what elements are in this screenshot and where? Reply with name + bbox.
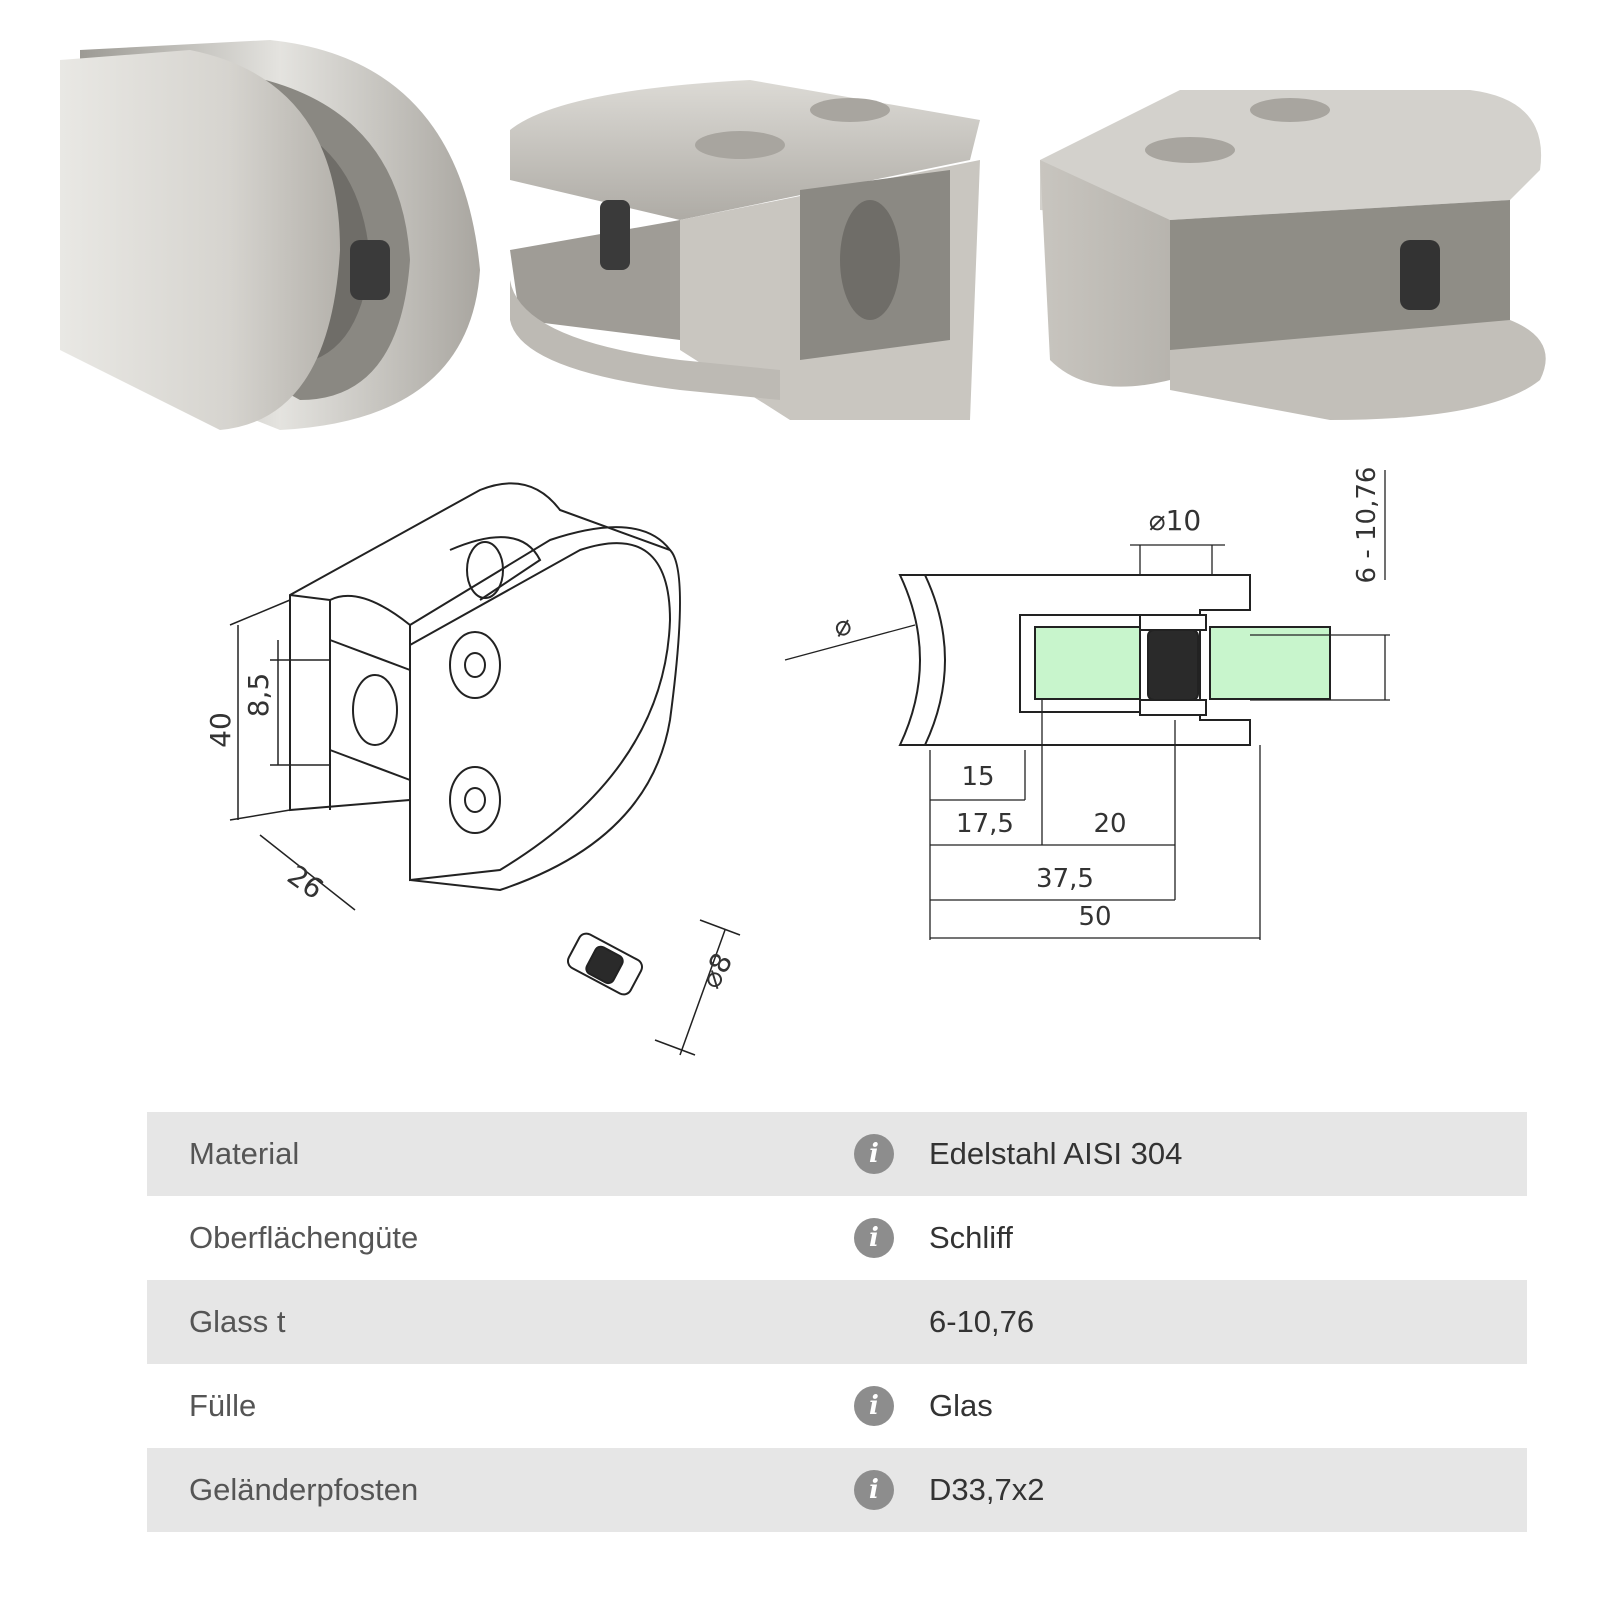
- spec-table: Material i Edelstahl AISI 304 Oberfläche…: [147, 1112, 1527, 1532]
- spec-value: Edelstahl AISI 304: [929, 1112, 1527, 1196]
- dim-50-label: 50: [1078, 902, 1111, 932]
- info-icon[interactable]: i: [854, 1470, 894, 1510]
- spec-label: Oberflächengüte: [189, 1220, 419, 1255]
- isometric-drawing: 40 8,5 26 ⌀8: [204, 482, 741, 1056]
- spec-value: Schliff: [929, 1220, 1013, 1255]
- dim-15-label: 15: [961, 762, 994, 792]
- iso-height-label: 40: [204, 712, 237, 748]
- product-photo-rear: [1040, 90, 1546, 420]
- product-photo-side: [510, 80, 980, 420]
- spec-row-glass: Glass t 6-10,76: [147, 1280, 1527, 1364]
- dim-20-label: 20: [1093, 809, 1126, 839]
- dim-37-5-label: 37,5: [1036, 864, 1094, 894]
- info-icon[interactable]: i: [854, 1134, 894, 1174]
- info-icon[interactable]: i: [854, 1218, 894, 1258]
- pin-diameter-label: ⌀8: [694, 947, 739, 993]
- iso-depth-label: 26: [281, 858, 329, 905]
- spec-value: Glas: [929, 1388, 993, 1423]
- spec-label: Glass t: [147, 1280, 819, 1364]
- spec-row-post: Geländerpfosten i D33,7x2: [147, 1448, 1527, 1532]
- iso-slot-label: 8,5: [242, 673, 275, 718]
- spec-row-infill: Fülle i Glas: [147, 1364, 1527, 1448]
- bore-diameter-label: ⌀10: [1149, 504, 1202, 537]
- spec-row-surface: Oberflächengüte i Schliff: [147, 1196, 1527, 1280]
- spec-value: 6-10,76: [929, 1280, 1527, 1364]
- cross-section-drawing: ⌀10 6 - 10,76 ⌀ 15 17,5 20 37,5 50: [784, 467, 1390, 940]
- product-photo-front: [60, 40, 480, 430]
- spec-label: Fülle: [189, 1388, 257, 1423]
- info-icon[interactable]: i: [854, 1386, 894, 1426]
- spec-value: D33,7x2: [929, 1448, 1527, 1532]
- spec-label: Material: [147, 1112, 819, 1196]
- spec-label: Geländerpfosten: [147, 1448, 819, 1532]
- dim-17-5-label: 17,5: [956, 809, 1014, 839]
- post-diameter-label: ⌀: [830, 608, 855, 644]
- spec-row-material: Material i Edelstahl AISI 304: [147, 1112, 1527, 1196]
- glass-range-label: 6 - 10,76: [1352, 467, 1382, 584]
